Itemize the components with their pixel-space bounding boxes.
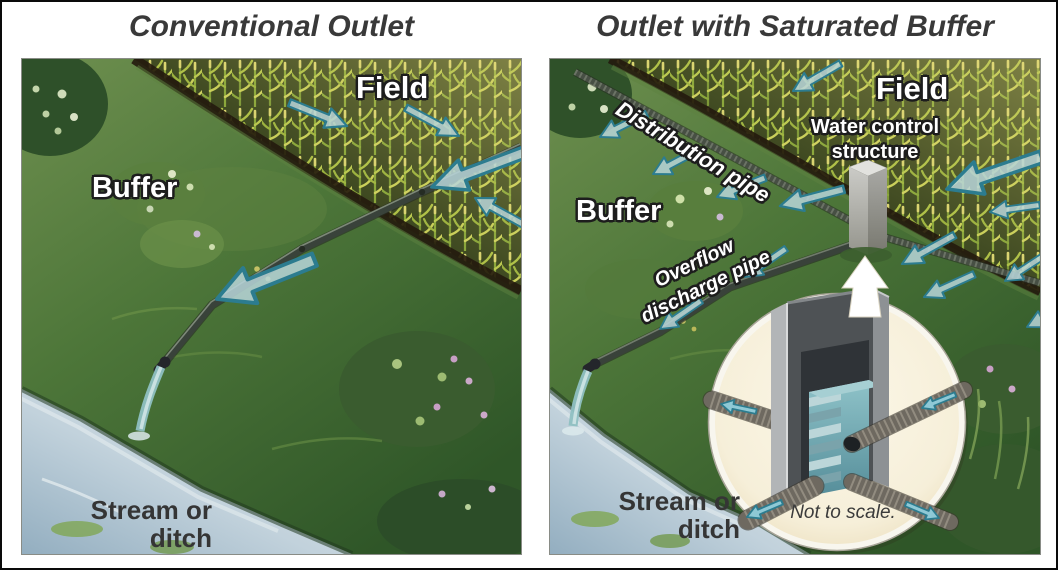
inset-water-surface [809, 380, 881, 398]
inset-detail-circle [702, 287, 973, 554]
outlet-waterfall [562, 369, 593, 436]
field-soil-edge [131, 59, 521, 296]
saturated-buffer-panel: Field Distribution pipe Water control st… [549, 58, 1041, 555]
left-panel-title: Conventional Outlet [129, 10, 414, 43]
inset-structure-cutaway [771, 287, 890, 507]
stream-label-line1: Stream or [618, 486, 740, 516]
not-to-scale-caption: Not to scale. [790, 502, 896, 523]
stream-label-line1: Stream or [90, 495, 212, 525]
conventional-scene-svg [22, 59, 521, 554]
stream [22, 386, 354, 554]
field-label: Field [876, 71, 949, 106]
buffer-label: Buffer [576, 195, 662, 227]
stream-label: Stream or ditch [62, 496, 212, 552]
conventional-outlet-panel: Field Buffer Stream or ditch [21, 58, 522, 555]
field-label: Field [356, 70, 429, 105]
water-control-structure-label: Water control structure [780, 115, 970, 165]
outlet-waterfall [128, 365, 166, 441]
water-control-label-line1: Water control [810, 116, 940, 138]
inset-callout-arrow [841, 255, 889, 318]
buffer-vegetation [22, 59, 521, 554]
stream-label: Stream or ditch [595, 487, 740, 543]
right-panel-title: Outlet with Saturated Buffer [596, 10, 994, 43]
corn-field [607, 59, 1040, 301]
inset-stop-logs [809, 391, 841, 487]
water-control-structure [840, 159, 892, 263]
water-control-label-line2: structure [831, 141, 919, 163]
stream-label-line2: ditch [677, 514, 740, 545]
stream-label-line2: ditch [149, 523, 212, 554]
buffer-label: Buffer [92, 172, 178, 204]
pipe-outlet [582, 358, 601, 374]
buffer-vegetation [550, 59, 1040, 554]
saturated-buffer-scene-svg [550, 59, 1040, 554]
